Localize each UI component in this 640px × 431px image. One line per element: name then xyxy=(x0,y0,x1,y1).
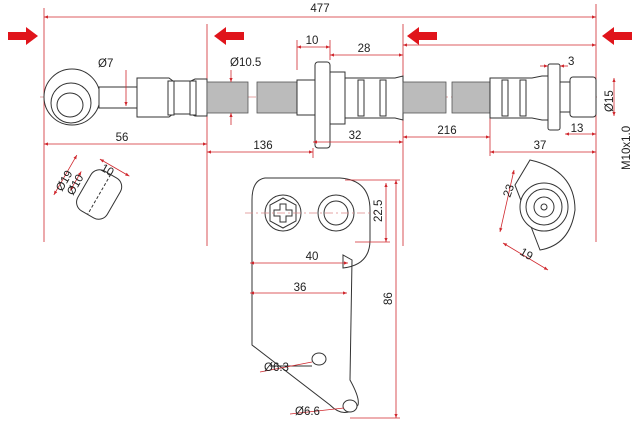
hose-assembly xyxy=(43,61,597,149)
label-thread: M10x1.0 xyxy=(621,126,633,170)
flow-arrow-left-icon xyxy=(407,27,437,45)
bracket-view xyxy=(245,177,400,419)
dimension-lines xyxy=(44,15,616,154)
label-bracket-top-width: 40 xyxy=(306,251,319,263)
label-bracket-width: 10 xyxy=(306,35,319,47)
label-nut-length: 13 xyxy=(571,123,584,135)
flow-arrow-left-icon xyxy=(602,27,632,45)
label-hole-spacing: 22.5 xyxy=(373,200,385,222)
label-hole-1: Ø6.3 xyxy=(264,362,289,374)
label-end-width: 23 xyxy=(502,183,518,199)
flow-arrow-right-icon xyxy=(8,27,38,45)
label-hose-segment-2: 216 xyxy=(437,125,456,137)
label-banjo-length: 56 xyxy=(116,132,129,144)
label-end-height: 19 xyxy=(518,246,535,263)
label-bracket-height: 86 xyxy=(383,292,395,305)
label-hose-diameter: Ø10.5 xyxy=(230,57,261,69)
label-mid-fitting: 28 xyxy=(358,43,371,55)
label-end-fitting: 37 xyxy=(534,140,547,152)
extension-lines xyxy=(43,4,597,246)
label-banjo-hole: Ø7 xyxy=(98,58,113,70)
label-hose-segment-1: 136 xyxy=(253,140,272,152)
end-nut-view xyxy=(499,159,576,271)
label-mid-section: 32 xyxy=(349,130,362,142)
label-banjo-thickness: 10 xyxy=(99,162,116,179)
flow-arrows xyxy=(8,27,632,45)
label-hole-2: Ø6.6 xyxy=(295,406,320,418)
flow-arrow-left-icon xyxy=(214,27,244,45)
label-overall-length: 477 xyxy=(310,3,329,15)
banjo-end-view xyxy=(53,154,130,220)
label-bracket-mid-width: 36 xyxy=(294,282,307,294)
label-nut-diameter: Ø15 xyxy=(604,90,616,112)
label-flange: 3 xyxy=(568,56,574,68)
